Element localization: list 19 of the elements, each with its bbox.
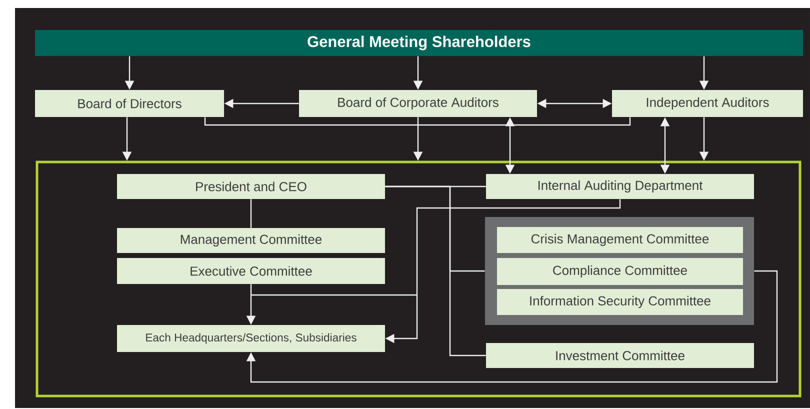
connector: [250, 199, 252, 228]
connector: [385, 186, 486, 356]
process-box: Investment Committee: [486, 343, 754, 368]
process-box: Internal Auditing Department: [486, 174, 754, 199]
group-frame: [36, 160, 802, 398]
connector: [204, 117, 631, 126]
process-box: Compliance Committee: [497, 258, 743, 285]
process-box: Information Security Committee: [497, 289, 743, 315]
title-banner: General Meeting Shareholders: [35, 30, 803, 56]
process-box: Crisis Management Committee: [497, 227, 743, 253]
process-box: Independent Auditors: [612, 90, 803, 117]
connector: [246, 270, 778, 383]
process-box: Management Committee: [117, 228, 385, 253]
process-box: Executive Committee: [117, 258, 385, 284]
process-box: President and CEO: [117, 174, 385, 199]
process-box: Board of Directors: [35, 90, 224, 117]
connector: [251, 199, 621, 344]
process-box: Board of Corporate Auditors: [299, 90, 537, 117]
process-box: Each Headquarters/Sections, Subsidiaries: [117, 325, 385, 352]
